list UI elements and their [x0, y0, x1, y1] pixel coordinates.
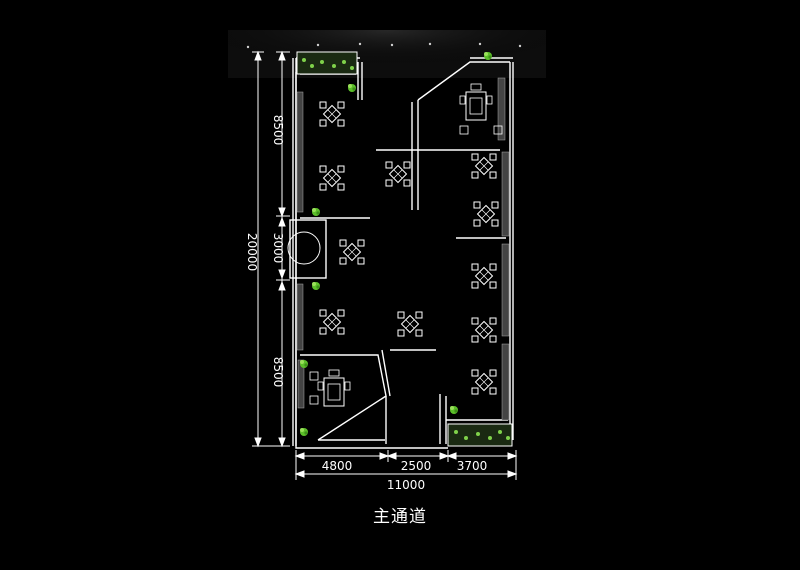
dim-vertical-total: 20000: [245, 233, 259, 271]
horizontal-dimension-lines: [294, 450, 518, 480]
planters: [296, 51, 513, 447]
dim-horizontal-left: 4800: [322, 459, 353, 473]
dim-vertical-top: 8500: [271, 115, 285, 146]
dim-horizontal-mid: 2500: [401, 459, 432, 473]
walls: [289, 57, 514, 449]
dim-vertical-bottom: 8500: [271, 357, 285, 388]
main-aisle-caption: 主通道: [373, 507, 427, 527]
dim-vertical-mid: 3000: [271, 233, 285, 264]
entrance-circle: [287, 231, 321, 265]
dim-horizontal-total: 11000: [387, 478, 425, 492]
dim-horizontal-right: 3700: [457, 459, 488, 473]
window-panels: [296, 77, 510, 421]
vertical-dimension-lines: [252, 50, 290, 448]
ceiling-lights: [246, 42, 522, 49]
